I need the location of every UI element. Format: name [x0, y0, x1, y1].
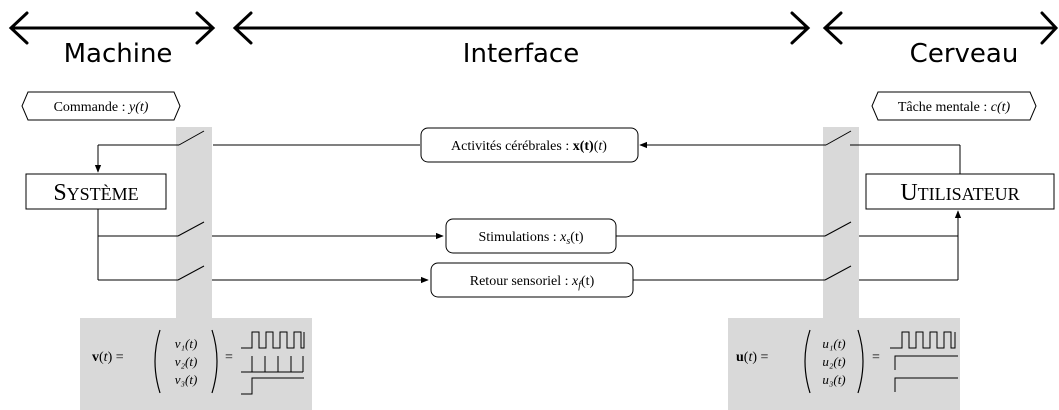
machine-span-arrow [8, 11, 216, 45]
right-vector-component-3: u₃(t) [822, 372, 845, 387]
system-block-label: SYSTÈME [53, 180, 138, 206]
feedback-box [430, 262, 634, 298]
brain-title: Cerveau [910, 39, 1019, 69]
svg-text:=: = [225, 350, 233, 365]
left-vector-equation: v(t) = v₁(t) v₂(t) v₃(t) = [92, 329, 305, 395]
mental-task-label-frame [871, 91, 1037, 121]
left-waveforms [241, 331, 305, 395]
right-vector-equation: u(t) = u₁(t) u₂(t) u₃(t) = [736, 329, 958, 394]
mental-task-label: Tâche mentale : c(t) [898, 100, 1011, 115]
right-waveforms [890, 331, 958, 392]
right-vector-panel [728, 318, 960, 410]
command-label-frame [21, 91, 181, 121]
interface-span-arrow [232, 11, 811, 45]
svg-text:u(t) =: u(t) = [736, 350, 769, 365]
brain-span-arrow [822, 11, 1059, 45]
machine-title: Machine [64, 39, 173, 69]
brain-activity-box [420, 127, 639, 163]
left-vector-component-2: v₂(t) [175, 354, 198, 369]
stimulations-label: Stimulations : xs(t) [478, 230, 583, 247]
right-vector-component-1: u₁(t) [822, 336, 845, 351]
stimulations-path [97, 209, 962, 240]
user-block [865, 173, 1055, 210]
brain-activity-path [94, 130, 961, 174]
feedback-label: Retour sensoriel : xf(t) [470, 274, 595, 291]
system-block [25, 173, 167, 210]
left-vector-component-1: v₁(t) [175, 336, 198, 351]
right-switch-panel [823, 127, 859, 319]
user-block-label: UTILISATEUR [900, 180, 1019, 206]
svg-text:=: = [872, 350, 880, 365]
command-label: Commande : y(t) [54, 100, 149, 115]
interface-title: Interface [463, 39, 579, 69]
feedback-path [97, 236, 959, 284]
left-switch-panel [176, 127, 212, 319]
right-vector-component-2: u₂(t) [822, 354, 845, 369]
left-vector-component-3: v₃(t) [175, 372, 198, 387]
stimulations-box [445, 218, 617, 254]
svg-text:v(t) =: v(t) = [92, 350, 124, 365]
brain-activity-label: Activités cérébrales : x(t)(t) [451, 139, 607, 154]
